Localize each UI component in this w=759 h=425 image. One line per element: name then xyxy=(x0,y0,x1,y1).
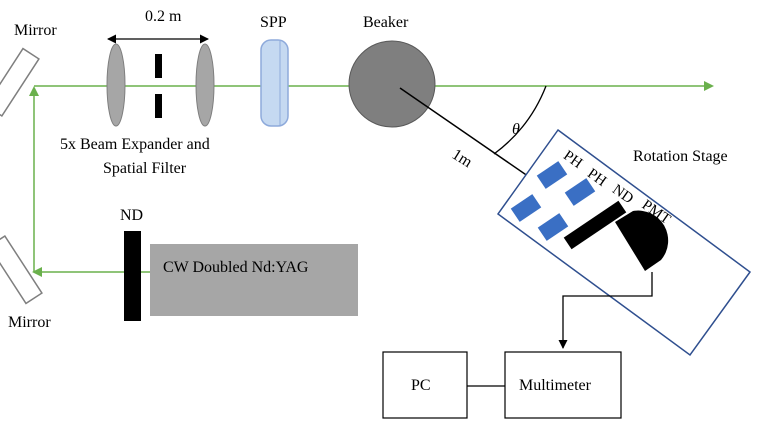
mirror-top-icon xyxy=(0,47,40,117)
spp-label: SPP xyxy=(260,14,287,31)
signal-line xyxy=(558,272,653,349)
pc-label: PC xyxy=(411,377,431,394)
pinhole-2a-icon xyxy=(564,178,596,206)
pmt-icon xyxy=(615,210,669,271)
rotation-stage xyxy=(496,128,752,357)
lens-right-icon xyxy=(195,43,215,127)
nd-filter-laser-icon xyxy=(124,231,141,321)
distance-expander-label: 0.2 m xyxy=(145,8,182,25)
mirror-bottom-icon xyxy=(0,235,43,305)
theta-arc xyxy=(493,85,547,155)
distance-detector-label: 1m xyxy=(449,146,476,172)
nd-filter-detector-icon xyxy=(563,200,627,250)
laser-label: CW Doubled Nd:YAG xyxy=(163,259,309,276)
laser-body xyxy=(150,244,358,316)
multimeter-label: Multimeter xyxy=(519,377,592,394)
pinhole-1b-icon xyxy=(510,194,542,222)
spatial-filter-top-icon xyxy=(155,54,162,78)
theta-label: θ xyxy=(512,121,520,138)
pc-box xyxy=(382,351,468,419)
multimeter-box xyxy=(504,351,622,419)
nd-laser-label: ND xyxy=(120,207,143,224)
beaker-label: Beaker xyxy=(363,14,409,31)
pinhole-1a-icon xyxy=(536,161,568,189)
mirror-top-label: Mirror xyxy=(14,22,57,39)
beaker-icon xyxy=(348,40,436,128)
mirror-bottom-label: Mirror xyxy=(8,314,51,331)
expander-label-line2: Spatial Filter xyxy=(103,160,187,177)
spatial-filter-bottom-icon xyxy=(155,94,162,118)
pinhole-2b-icon xyxy=(537,213,569,241)
spp-plate-icon xyxy=(260,39,289,127)
expander-label-line1: 5x Beam Expander and xyxy=(60,136,210,153)
lens-left-icon xyxy=(106,43,126,127)
rotation-stage-label: Rotation Stage xyxy=(633,148,728,165)
